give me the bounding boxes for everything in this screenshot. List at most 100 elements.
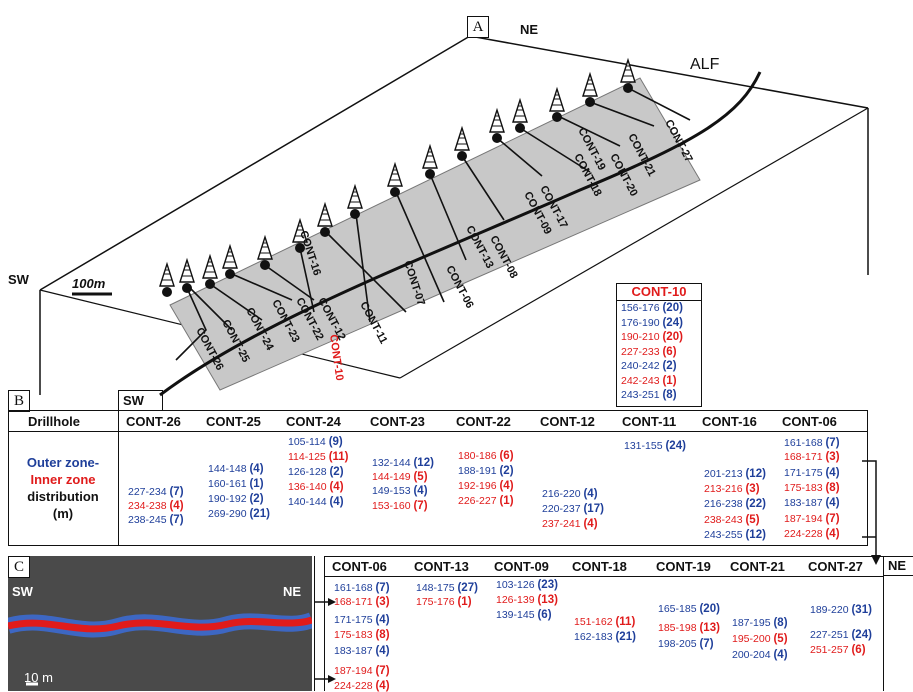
panel-b-col-rule	[118, 410, 119, 546]
column-header: CONT-09	[494, 559, 549, 574]
interval-row: 251-257 (6)	[810, 644, 866, 656]
interval-range: 148-175	[416, 582, 455, 594]
interval-count: (7)	[375, 665, 390, 677]
interval-range: 136-140	[288, 481, 327, 493]
interval-row: 198-205 (7)	[658, 638, 714, 650]
column-header: CONT-27	[808, 559, 863, 574]
interval-row: 103-126 (23)	[496, 579, 558, 591]
interval-range: 198-205	[658, 638, 697, 650]
drillhole-trace	[461, 155, 505, 221]
drillhole-trace	[519, 127, 591, 173]
interval-count: (2)	[329, 466, 344, 478]
interval-range: 139-145	[496, 609, 535, 621]
interval-row: 139-145 (6)	[496, 609, 552, 621]
interval-count: (5)	[745, 514, 760, 526]
interval-row: 189-220 (31)	[810, 604, 872, 616]
interval-range: 187-194	[784, 513, 823, 525]
interval-count: (3)	[375, 596, 390, 608]
interval-range: 242-243	[621, 374, 660, 387]
panel-a-block-diagram: CONT-26CONT-25CONT-24CONT-23CONT-22CONT-…	[39, 35, 869, 397]
interval-count: (24)	[851, 629, 872, 641]
interval-count: (6)	[851, 644, 866, 656]
interval-range: 144-149	[372, 471, 411, 483]
drillhole-trace	[496, 137, 543, 177]
interval-range: 131-155	[624, 440, 663, 452]
interval-count: (1)	[499, 495, 514, 507]
interval-count: (4)	[499, 480, 514, 492]
column-header: CONT-21	[730, 559, 785, 574]
interval-range: 151-162	[574, 616, 613, 628]
alf-label: ALF	[690, 56, 720, 73]
drillhole-trace	[299, 247, 315, 313]
interval-row: 190-192 (2)	[208, 493, 264, 505]
b-to-c-connector	[862, 460, 881, 565]
interval-row: 187-195 (8)	[732, 617, 788, 629]
interval-count: (13)	[537, 594, 558, 606]
interval-count: (4)	[773, 649, 788, 661]
interval-range: 176-190	[621, 316, 660, 329]
cont10-title: CONT-10	[617, 284, 701, 301]
interval-count: (5)	[413, 471, 428, 483]
interval-range: 243-251	[621, 389, 660, 401]
interval-range: 126-128	[288, 466, 327, 478]
column-header: CONT-11	[622, 414, 677, 429]
inner-zone-label: Inner zone	[30, 472, 96, 487]
interval-count: (20)	[662, 302, 683, 314]
interval-count: (4)	[375, 645, 390, 657]
interval-count: (21)	[249, 508, 270, 520]
drillhole-trace	[231, 273, 293, 301]
interval-row: 171-175 (4)	[334, 614, 390, 626]
interval-range: 161-168	[334, 582, 373, 594]
column-header: CONT-06	[782, 414, 837, 429]
interval-count: (8)	[662, 389, 677, 401]
drill-rig-icon	[317, 201, 333, 237]
interval-count: (12)	[413, 457, 434, 469]
interval-range: 227-233	[621, 345, 660, 358]
ne-edge-label: NE	[884, 556, 913, 576]
sw-label-a: SW	[8, 272, 29, 287]
interval-row: 240-242 (2)	[621, 359, 701, 374]
interval-row: 165-185 (20)	[658, 603, 720, 615]
interval-row: 151-162 (11)	[574, 616, 635, 628]
interval-row: 168-171 (3)	[784, 451, 840, 463]
interval-range: 103-126	[496, 579, 535, 591]
interval-range: 192-196	[458, 480, 497, 492]
interval-range: 200-204	[732, 649, 771, 661]
interval-count: (22)	[745, 498, 766, 510]
interval-range: 234-238	[128, 500, 167, 512]
interval-row: 105-114 (9)	[288, 436, 343, 448]
interval-count: (31)	[851, 604, 872, 616]
interval-row: 183-187 (4)	[334, 645, 390, 657]
interval-count: (4)	[375, 680, 390, 692]
interval-row: 132-144 (12)	[372, 457, 434, 469]
interval-count: (7)	[699, 638, 714, 650]
drillhole-trace	[175, 287, 207, 361]
interval-row: 144-148 (4)	[208, 463, 264, 475]
interval-count: (8)	[825, 482, 840, 494]
interval-count: (7)	[825, 437, 840, 449]
interval-count: (2)	[662, 360, 677, 372]
interval-count: (7)	[375, 582, 390, 594]
distribution-label: distribution	[27, 489, 99, 504]
column-header: CONT-26	[126, 414, 181, 429]
column-header: CONT-13	[414, 559, 469, 574]
interval-row: 190-210 (20)	[621, 330, 701, 345]
interval-range: 156-176	[621, 302, 660, 314]
interval-count: (11)	[615, 616, 636, 628]
column-header: CONT-16	[702, 414, 757, 429]
interval-count: (4)	[413, 485, 428, 497]
interval-row: 234-238 (4)	[128, 500, 184, 512]
interval-count: (6)	[662, 345, 677, 358]
interval-range: 183-187	[334, 645, 373, 657]
unit-label: (m)	[52, 506, 74, 521]
interval-row: 185-198 (13)	[658, 622, 720, 634]
interval-count: (4)	[825, 497, 840, 509]
interval-row: 187-194 (7)	[334, 665, 390, 677]
alf-fault-trace	[159, 71, 762, 397]
interval-range: 132-144	[372, 457, 411, 469]
interval-count: (6)	[499, 450, 514, 462]
interval-count: (4)	[583, 488, 598, 500]
drillhole-trace	[189, 287, 233, 331]
panel-label-b: B	[8, 390, 30, 412]
interval-range: 160-161	[208, 478, 247, 490]
